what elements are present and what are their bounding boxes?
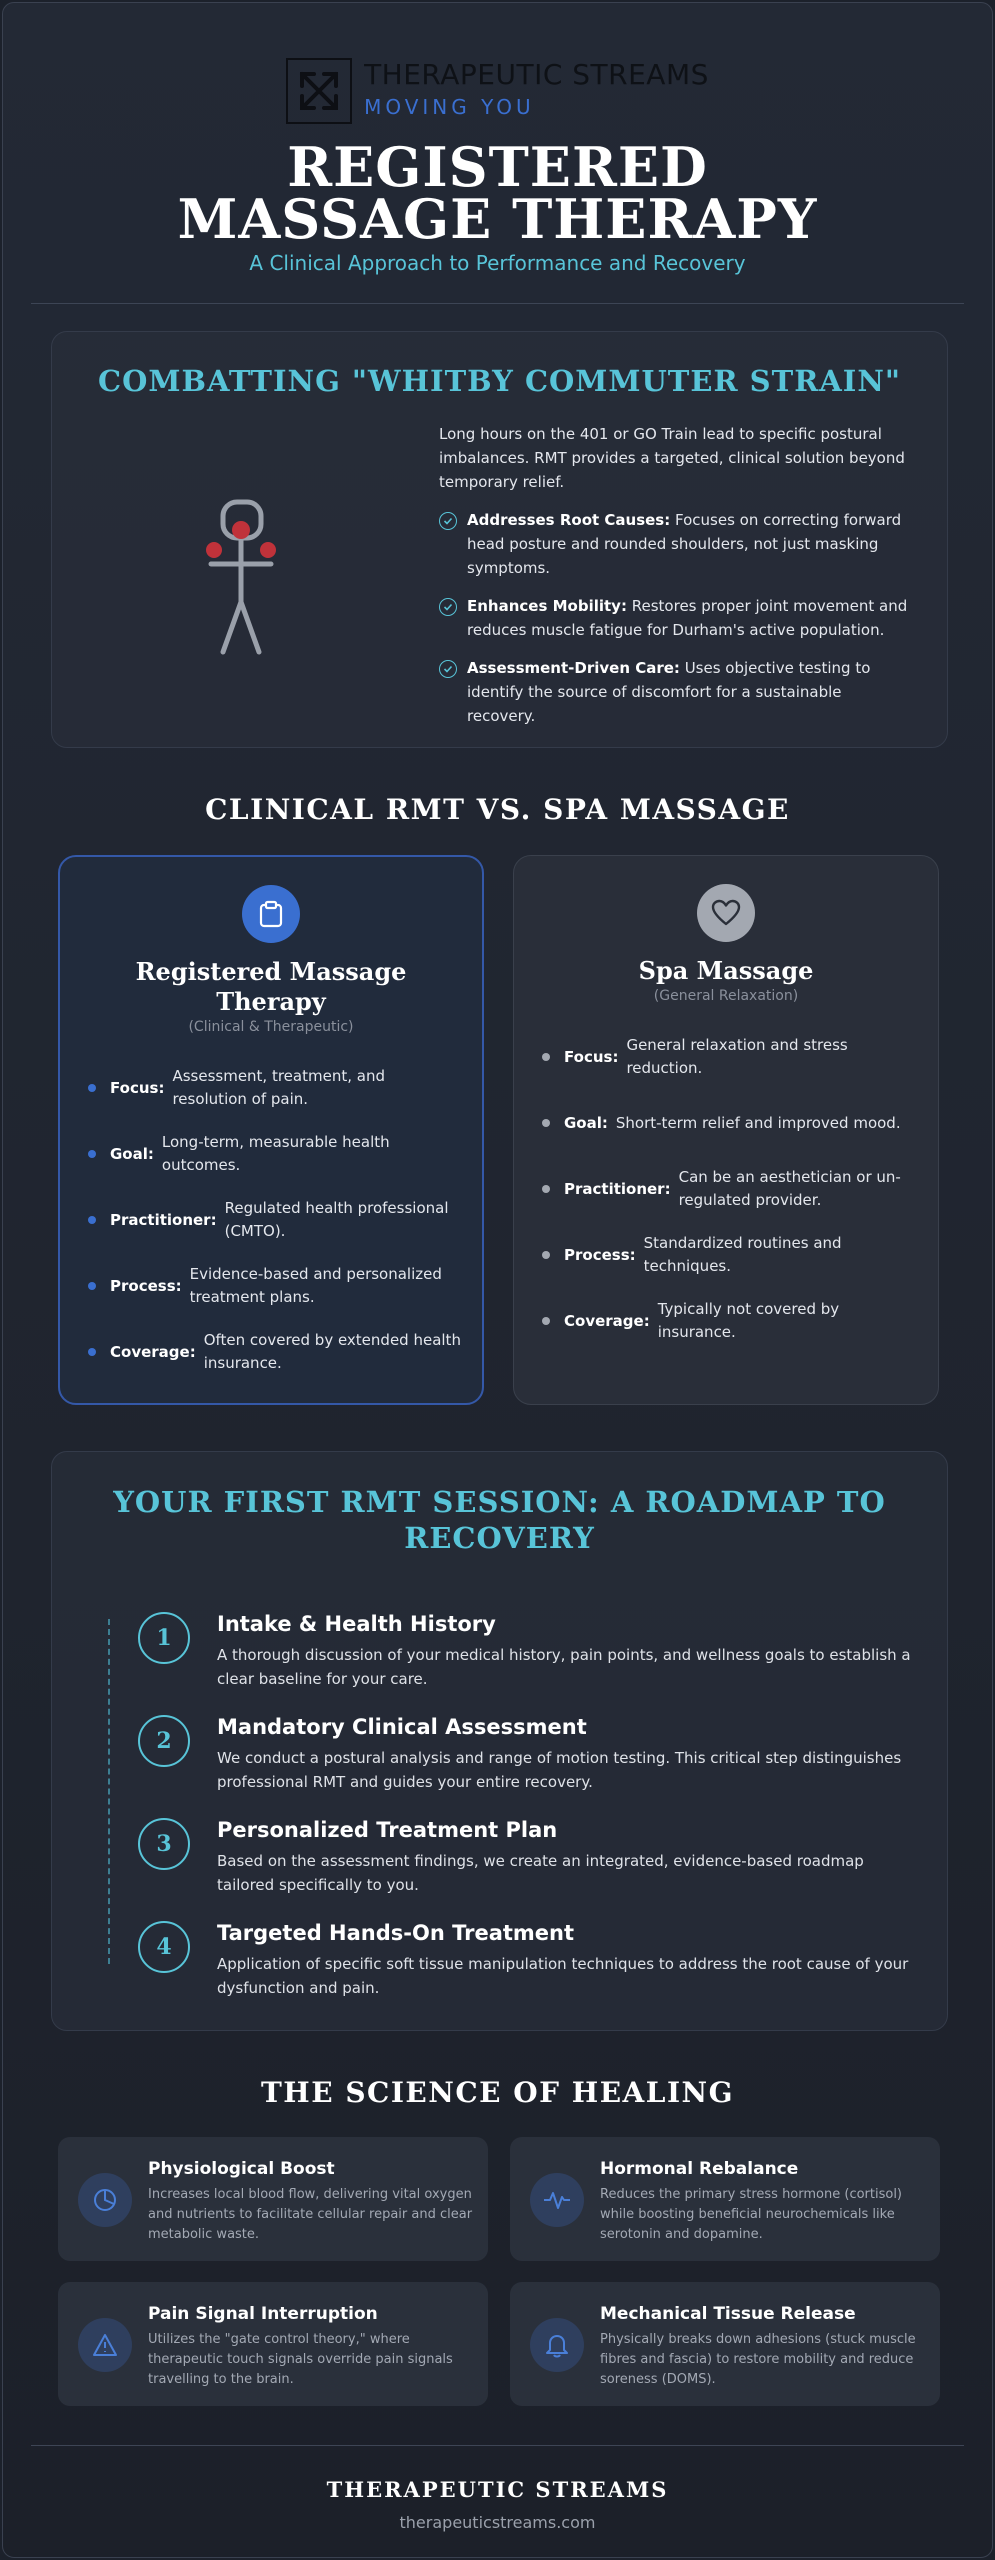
comparison-heading: CLINICAL RMT VS. SPA MASSAGE xyxy=(205,793,790,826)
heart-icon xyxy=(697,884,755,942)
list-item: Focus:General relaxation and stress redu… xyxy=(542,1024,918,1090)
rmt-list: Focus:Assessment, treatment, and resolut… xyxy=(88,1055,462,1385)
brand-name: THERAPEUTIC STREAMS xyxy=(364,58,709,91)
point-label: Enhances Mobility: xyxy=(467,597,627,615)
page-subtitle: A Clinical Approach to Performance and R… xyxy=(249,251,746,275)
commuter-point: Addresses Root Causes: Focuses on correc… xyxy=(439,508,914,580)
commuter-text: Long hours on the 401 or GO Train lead t… xyxy=(439,422,914,728)
rmt-title: Registered Massage Therapy xyxy=(135,957,407,1016)
list-item: Practitioner:Can be an aesthetician or u… xyxy=(542,1156,918,1222)
science-title: Hormonal Rebalance xyxy=(600,2159,799,2179)
step-title: Targeted Hands-On Treatment xyxy=(217,1921,575,1945)
science-description: Utilizes the "gate control theory," wher… xyxy=(148,2332,453,2387)
roadmap-step: 2 Mandatory Clinical Assessment We condu… xyxy=(138,1715,918,1805)
step-description: Based on the assessment findings, we cre… xyxy=(217,1852,864,1894)
list-item: Process:Evidence-based and personalized … xyxy=(88,1253,462,1319)
expand-arrows-icon xyxy=(286,58,353,124)
step-number: 1 xyxy=(138,1612,190,1664)
page-title: REGISTERED MASSAGE THERAPY xyxy=(177,135,818,251)
spa-list: Focus:General relaxation and stress redu… xyxy=(542,1024,918,1354)
step-number: 2 xyxy=(138,1715,190,1767)
point-text: Restores proper joint movement and reduc… xyxy=(467,597,908,639)
roadmap-heading: YOUR FIRST RMT SESSION: A ROADMAP TO REC… xyxy=(113,1485,886,1555)
science-card: Physiological Boost Increases local bloo… xyxy=(58,2137,488,2261)
science-title: Mechanical Tissue Release xyxy=(600,2304,856,2324)
step-number: 4 xyxy=(138,1921,190,1973)
spa-subtitle: (General Relaxation) xyxy=(653,988,799,1004)
brand-tagline: MOVING YOU xyxy=(364,95,535,119)
warning-icon xyxy=(78,2318,132,2372)
roadmap-step: 3 Personalized Treatment Plan Based on t… xyxy=(138,1818,918,1908)
check-circle-icon xyxy=(439,660,457,678)
science-description: Reduces the primary stress hormone (cort… xyxy=(600,2187,903,2242)
science-card: Mechanical Tissue Release Physically bre… xyxy=(510,2282,940,2406)
list-item: Goal:Short-term relief and improved mood… xyxy=(542,1090,918,1156)
spa-card: Spa Massage (General Relaxation) Focus:G… xyxy=(513,855,939,1405)
commuter-strain-card: COMBATTING "WHITBY COMMUTER STRAIN" Long… xyxy=(51,331,948,748)
timeline-line xyxy=(108,1619,110,1964)
point-text: Uses objective testing to identify the s… xyxy=(467,659,871,725)
check-circle-icon xyxy=(439,512,457,530)
point-text: Focuses on correcting forward head postu… xyxy=(467,511,902,577)
roadmap-step: 4 Targeted Hands-On Treatment Applicatio… xyxy=(138,1921,918,2011)
step-description: A thorough discussion of your medical hi… xyxy=(217,1646,911,1688)
roadmap-card: YOUR FIRST RMT SESSION: A ROADMAP TO REC… xyxy=(51,1451,948,2031)
list-item: Goal:Long-term, measurable health outcom… xyxy=(88,1121,462,1187)
bell-icon xyxy=(530,2318,584,2372)
commuter-point: Enhances Mobility: Restores proper joint… xyxy=(439,594,914,642)
list-item: Process:Standardized routines and techni… xyxy=(542,1222,918,1288)
clipboard-icon xyxy=(242,885,300,943)
header-logo: THERAPEUTIC STREAMS MOVING YOU xyxy=(3,58,992,124)
spa-title: Spa Massage xyxy=(638,956,814,985)
step-description: Application of specific soft tissue mani… xyxy=(217,1955,909,1997)
stick-figure-illustration xyxy=(197,492,277,672)
science-description: Increases local blood flow, delivering v… xyxy=(148,2187,473,2242)
step-title: Personalized Treatment Plan xyxy=(217,1818,558,1842)
footer-brand: THERAPEUTIC STREAMS xyxy=(326,2477,669,2502)
list-item: Practitioner:Regulated health profession… xyxy=(88,1187,462,1253)
list-item: Coverage:Often covered by extended healt… xyxy=(88,1319,462,1385)
divider xyxy=(31,303,964,304)
step-title: Intake & Health History xyxy=(217,1612,496,1636)
rmt-card: Registered Massage Therapy (Clinical & T… xyxy=(58,855,484,1405)
science-card: Pain Signal Interruption Utilizes the "g… xyxy=(58,2282,488,2406)
commuter-heading: COMBATTING "WHITBY COMMUTER STRAIN" xyxy=(98,364,901,398)
check-circle-icon xyxy=(439,598,457,616)
science-title: Pain Signal Interruption xyxy=(148,2304,378,2324)
science-title: Physiological Boost xyxy=(148,2159,335,2179)
step-title: Mandatory Clinical Assessment xyxy=(217,1715,587,1739)
divider xyxy=(31,2445,964,2446)
commuter-intro: Long hours on the 401 or GO Train lead t… xyxy=(439,425,905,491)
science-card: Hormonal Rebalance Reduces the primary s… xyxy=(510,2137,940,2261)
step-description: We conduct a postural analysis and range… xyxy=(217,1749,902,1791)
point-label: Addresses Root Causes: xyxy=(467,511,671,529)
commuter-point: Assessment-Driven Care: Uses objective t… xyxy=(439,656,914,728)
rmt-subtitle: (Clinical & Therapeutic) xyxy=(188,1019,354,1035)
science-heading: THE SCIENCE OF HEALING xyxy=(260,2076,735,2109)
footer-url[interactable]: therapeuticstreams.com xyxy=(399,2513,596,2532)
pie-chart-icon xyxy=(78,2173,132,2227)
list-item: Focus:Assessment, treatment, and resolut… xyxy=(88,1055,462,1121)
point-label: Assessment-Driven Care: xyxy=(467,659,680,677)
pulse-icon xyxy=(530,2173,584,2227)
roadmap-step: 1 Intake & Health History A thorough dis… xyxy=(138,1612,918,1702)
science-description: Physically breaks down adhesions (stuck … xyxy=(600,2332,916,2387)
list-item: Coverage:Typically not covered by insura… xyxy=(542,1288,918,1354)
step-number: 3 xyxy=(138,1818,190,1870)
